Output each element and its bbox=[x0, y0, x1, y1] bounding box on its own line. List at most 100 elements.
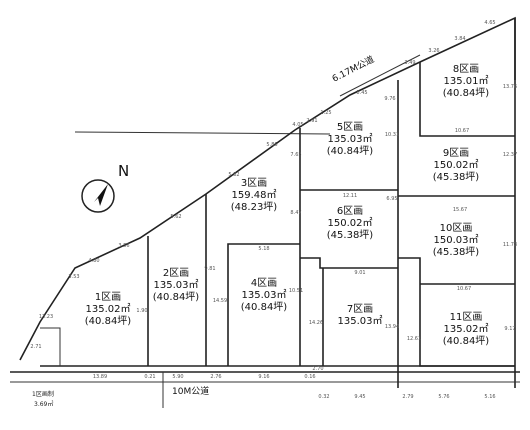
dim-bottom: 0.16 bbox=[304, 374, 315, 380]
lot-2: 2区画 135.03㎡ (40.84坪) bbox=[153, 267, 200, 303]
dim-internal: 8.47 bbox=[290, 210, 301, 216]
dim-internal: 10.31 bbox=[385, 132, 399, 138]
lot-9-tsubo: (45.38坪) bbox=[433, 170, 480, 183]
dim-internal: 7.65 bbox=[290, 152, 301, 158]
compass-north-label: N bbox=[118, 162, 129, 180]
corner-cut-value: 3.69㎡ bbox=[34, 400, 53, 408]
div-6-7 bbox=[300, 257, 398, 269]
dim-bottom: 13.89 bbox=[93, 374, 107, 380]
bottom-road-label: 10M公道 bbox=[172, 385, 209, 397]
dim-internal: 13.94 bbox=[385, 324, 399, 330]
lot-6-area: 150.02㎡ bbox=[328, 217, 373, 229]
lot-3: 3区画 159.48㎡ (48.23坪) bbox=[231, 177, 278, 213]
dim-internal: 5.18 bbox=[258, 246, 269, 252]
dim-diagonal: 4.65 bbox=[484, 20, 495, 26]
lot-3-tsubo: (48.23坪) bbox=[231, 200, 278, 213]
lot-9-area: 150.02㎡ bbox=[434, 159, 479, 171]
diagonal-frontage-line bbox=[19, 16, 516, 361]
dim-internal: 14.26 bbox=[309, 320, 323, 326]
div-3-4 bbox=[227, 243, 300, 366]
lot-4: 4区画 135.03㎡ (40.84坪) bbox=[241, 277, 288, 313]
lot-1-area: 135.02㎡ bbox=[86, 303, 131, 315]
dim-internal: 12.11 bbox=[343, 193, 357, 199]
dim-diagonal: 5.82 bbox=[228, 172, 239, 178]
dim-internal: 10.67 bbox=[455, 128, 469, 134]
dim-diagonal: 4.05 bbox=[292, 122, 303, 128]
lot-labels: 1区画 135.02㎡ (40.84坪) 2区画 135.03㎡ (40.84坪… bbox=[85, 63, 490, 347]
lot-7: 7区画 135.03㎡ bbox=[338, 303, 383, 327]
lot-11-tsubo: (40.84坪) bbox=[443, 334, 490, 347]
dim-diagonal: 5.86 bbox=[266, 142, 277, 148]
dim-internal: 14.59 bbox=[213, 298, 227, 304]
dim-diagonal: 5.62 bbox=[170, 214, 181, 220]
lot-2-name: 2区画 bbox=[163, 267, 189, 279]
lot-6-name: 6区画 bbox=[337, 205, 363, 217]
dim-internal: 9.17 bbox=[504, 326, 515, 332]
north-compass: N bbox=[81, 162, 129, 213]
lot-3-name: 3区画 bbox=[241, 177, 267, 189]
lot-1: 1区画 135.02㎡ (40.84坪) bbox=[85, 291, 132, 327]
lot-6: 6区画 150.02㎡ (45.38坪) bbox=[327, 205, 374, 241]
dim-diagonal: 2.71 bbox=[30, 344, 41, 350]
lot-10-area: 150.03㎡ bbox=[434, 234, 479, 246]
lot-2-tsubo: (40.84坪) bbox=[153, 290, 200, 303]
lot-8-area: 135.01㎡ bbox=[444, 75, 489, 87]
compass-arrow-icon bbox=[94, 184, 108, 206]
lot-5-tsubo: (40.84坪) bbox=[327, 144, 374, 157]
compass-ring bbox=[81, 179, 115, 213]
dim-bottom: 0.32 bbox=[318, 394, 329, 400]
lot-5: 5区画 135.03㎡ (40.84坪) bbox=[327, 121, 374, 157]
road-edge-upper bbox=[74, 131, 331, 135]
dim-internal: 15.67 bbox=[453, 207, 467, 213]
dim-diagonal: 2.91 bbox=[306, 118, 317, 124]
dim-diagonal: 8.45 bbox=[356, 90, 367, 96]
dim-internal: 2.70 bbox=[312, 366, 323, 372]
diagonal-road-label: 6.17M公道 bbox=[330, 53, 376, 84]
dim-bottom: 2.76 bbox=[210, 374, 221, 380]
road-edge-diagonal bbox=[339, 54, 421, 97]
lot-11-area: 135.02㎡ bbox=[444, 323, 489, 335]
dim-bottom: 9.16 bbox=[258, 374, 269, 380]
lot-8-name: 8区画 bbox=[453, 63, 479, 75]
dim-bottom: 9.45 bbox=[354, 394, 365, 400]
dim-diagonal: 3.56 bbox=[118, 243, 129, 249]
dim-diagonal: 3.84 bbox=[454, 36, 465, 42]
corner-cut-label: 1区画制 bbox=[32, 390, 54, 398]
dim-internal: 13.76 bbox=[503, 84, 517, 90]
dim-bottom: 2.79 bbox=[402, 394, 413, 400]
lot-11: 11区画 135.02㎡ (40.84坪) bbox=[443, 311, 490, 347]
dim-internal: 10.67 bbox=[457, 286, 471, 292]
corner-cut bbox=[40, 327, 61, 366]
dim-internal: 11.73 bbox=[503, 242, 517, 248]
dim-bottom: 5.16 bbox=[484, 394, 495, 400]
lot-8: 8区画 135.01㎡ (40.84坪) bbox=[443, 63, 490, 99]
lot-4-name: 4区画 bbox=[251, 277, 277, 289]
dim-internal: 10.51 bbox=[289, 288, 303, 294]
dim-internal: 9.01 bbox=[354, 270, 365, 276]
dim-diagonal: 3.26 bbox=[428, 48, 439, 54]
dim-internal: 13.23 bbox=[39, 314, 53, 320]
dim-bottom: 0.21 bbox=[144, 374, 155, 380]
dim-diagonal: 3.53 bbox=[68, 274, 79, 280]
dimension-labels: 13.89 0.21 5.90 2.76 9.16 0.16 0.32 9.45… bbox=[30, 20, 517, 400]
lot-4-area: 135.03㎡ bbox=[242, 289, 287, 301]
lot-10: 10区画 150.03㎡ (45.38坪) bbox=[433, 222, 480, 258]
lot-3-area: 159.48㎡ bbox=[232, 189, 277, 201]
lot-4-tsubo: (40.84坪) bbox=[241, 300, 288, 313]
lot-7-area: 135.03㎡ bbox=[338, 315, 383, 327]
lot-5-area: 135.03㎡ bbox=[328, 133, 373, 145]
dim-bottom: 5.76 bbox=[438, 394, 449, 400]
lot-1-tsubo: (40.84坪) bbox=[85, 314, 132, 327]
lot-8-tsubo: (40.84坪) bbox=[443, 86, 490, 99]
lot-9-name: 9区画 bbox=[443, 147, 469, 159]
lot-6-tsubo: (45.38坪) bbox=[327, 228, 374, 241]
div-8 bbox=[419, 62, 515, 137]
dim-diagonal: 1.25 bbox=[320, 110, 331, 116]
dim-bottom: 5.90 bbox=[172, 374, 183, 380]
dim-diagonal: 3.49 bbox=[404, 60, 415, 66]
lot-9: 9区画 150.02㎡ (45.38坪) bbox=[433, 147, 480, 183]
dim-internal: 6.95 bbox=[386, 196, 397, 202]
dim-internal: 12.37 bbox=[503, 152, 517, 158]
road-labels: 6.17M公道 10M公道 1区画制 3.69㎡ bbox=[32, 53, 376, 408]
